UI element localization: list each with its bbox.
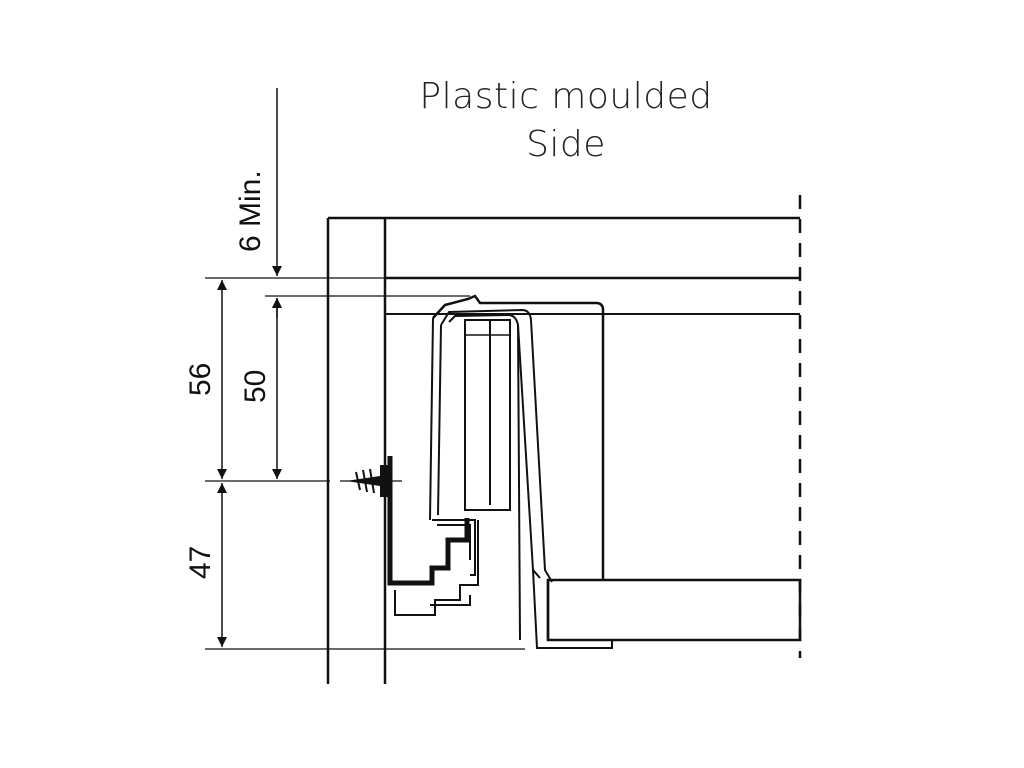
dimension-label-runner-height: 50 bbox=[239, 370, 272, 403]
title-line-1: Plastic moulded bbox=[419, 76, 713, 117]
dimension-runner-height: 50 bbox=[239, 298, 282, 479]
dimension-overall-height: 56 bbox=[184, 280, 227, 479]
screw-icon bbox=[340, 465, 402, 497]
dimension-clearance: 6 Min. bbox=[234, 88, 282, 318]
drawer-bottom-panel bbox=[546, 578, 802, 642]
dimension-label-clearance: 6 Min. bbox=[234, 170, 267, 252]
runner-bracket bbox=[387, 456, 479, 616]
extension-lines bbox=[205, 277, 525, 650]
dimension-label-screw-to-bottom: 47 bbox=[184, 546, 217, 579]
top-panel bbox=[385, 216, 800, 315]
dimension-screw-to-bottom: 47 bbox=[184, 483, 227, 647]
cabinet-side-panel bbox=[326, 216, 387, 684]
title-line-2: Side bbox=[526, 124, 606, 165]
plastic-side-profile bbox=[429, 294, 613, 649]
dimension-label-overall-height: 56 bbox=[184, 363, 217, 396]
